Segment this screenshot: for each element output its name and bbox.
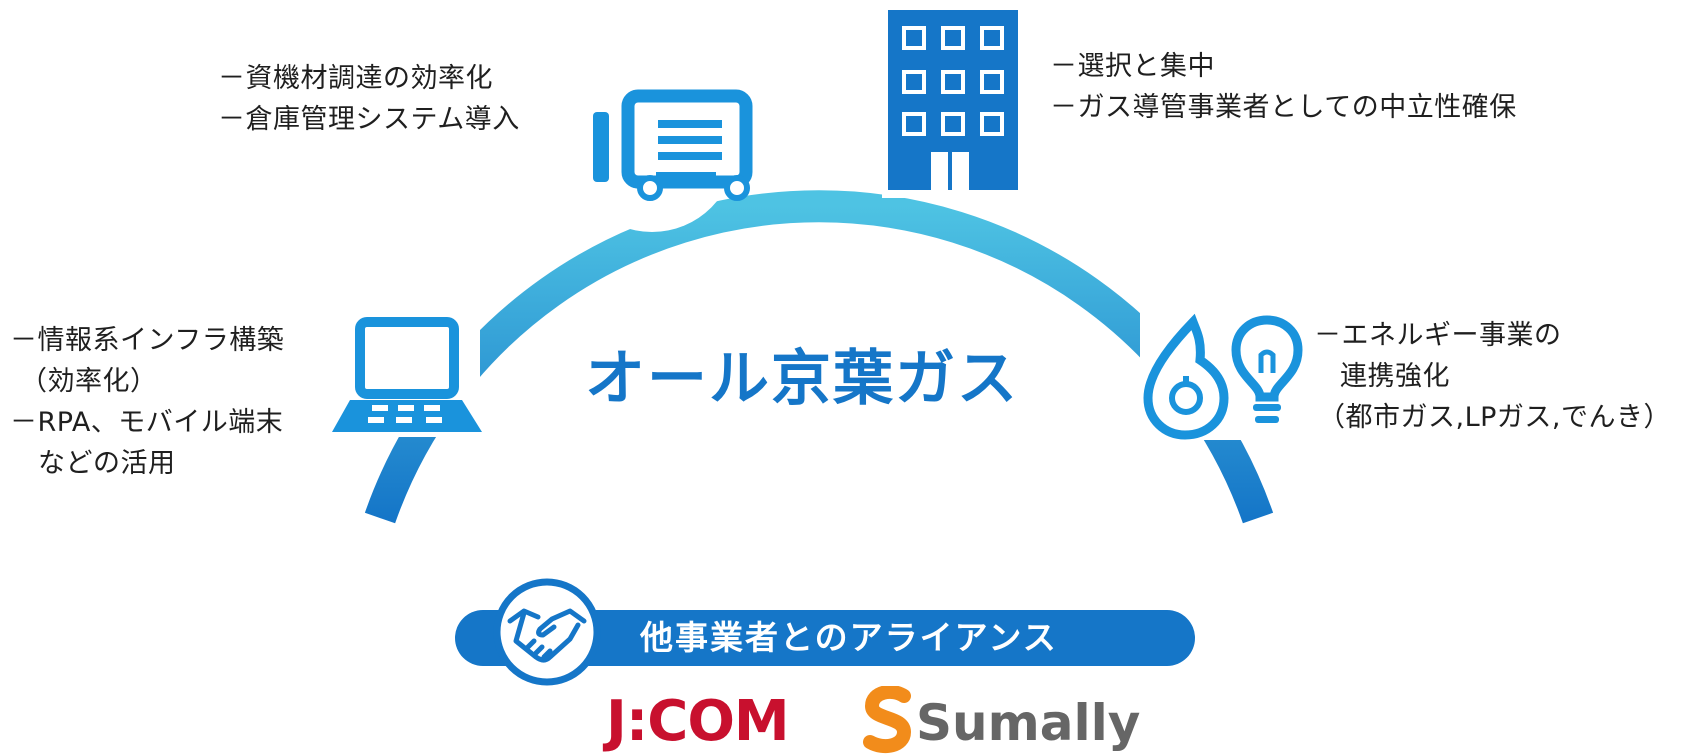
procurement-label-line-2: －倉庫管理システム導入 bbox=[218, 104, 520, 135]
alliance-label: 他事業者とのアライアンス bbox=[640, 618, 1058, 657]
handshake-icon bbox=[493, 578, 601, 686]
selection-label-line-2: －ガス導管事業者としての中立性確保 bbox=[1050, 92, 1517, 123]
energy-label-line-1: －エネルギー事業の bbox=[1314, 320, 1562, 351]
sumally-logo-text: Sumally bbox=[916, 694, 1141, 752]
sumally-mark-icon bbox=[863, 686, 912, 754]
it-label-line-3: －RPA、モバイル端末 bbox=[10, 407, 284, 438]
energy-label-line-2: 連携強化 bbox=[1340, 361, 1450, 392]
jcom-logo: J:COM bbox=[606, 689, 790, 754]
truck-icon bbox=[568, 64, 753, 232]
procurement-label-line-1: －資機材調達の効率化 bbox=[218, 63, 493, 94]
building-icon bbox=[882, 0, 1042, 198]
it-label-line-2: （効率化） bbox=[20, 366, 158, 397]
laptop-icon bbox=[330, 312, 482, 437]
center-title: オール京葉ガス bbox=[585, 344, 1019, 414]
energy-label-line-3: （都市ガス,LPガス,でんき） bbox=[1318, 402, 1671, 433]
it-label-line-1: －情報系インフラ構築 bbox=[10, 325, 285, 356]
selection-label-line-1: －選択と集中 bbox=[1050, 51, 1215, 82]
light-bulb-icon bbox=[1231, 315, 1303, 423]
it-label-line-4: などの活用 bbox=[38, 448, 176, 479]
